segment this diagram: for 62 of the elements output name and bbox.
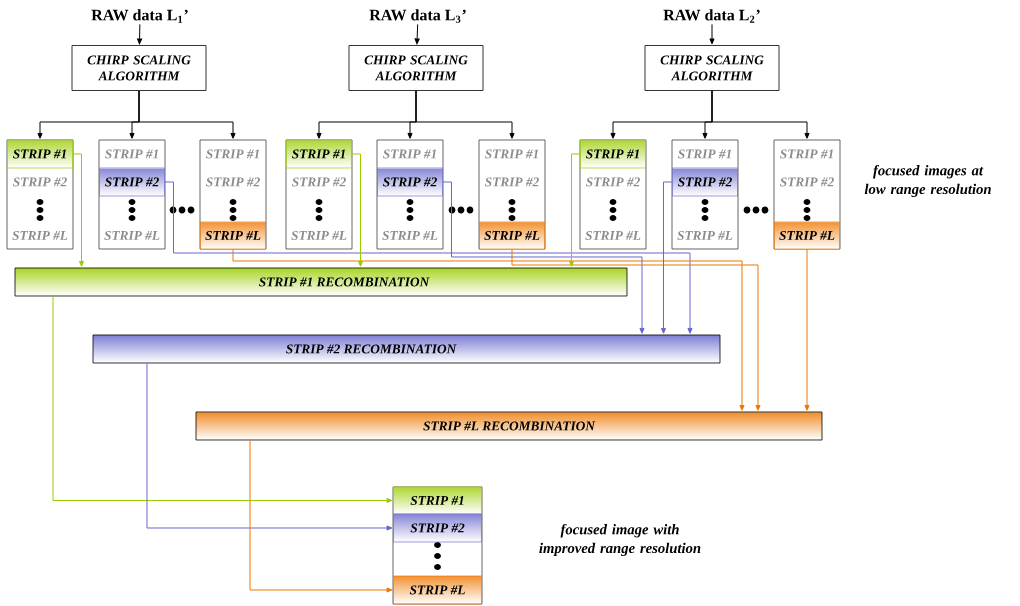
- strip-row: STRIP #L: [12, 231, 68, 240]
- arrow: [137, 23, 143, 45]
- arrow: [52, 295, 393, 504]
- arrow: [351, 153, 364, 267]
- strip-row: STRIP #2: [206, 177, 260, 187]
- arrow: [414, 23, 420, 45]
- image-box: [376, 139, 444, 250]
- strip-row: STRIP #1: [105, 149, 158, 159]
- arrow: [164, 181, 693, 334]
- input-label: RAW data L$_{1}$’: [91, 9, 188, 23]
- arrow: [568, 153, 581, 267]
- arrow: [511, 248, 761, 411]
- strip-row: STRIP #1: [7, 139, 73, 169]
- image-box: [98, 139, 166, 250]
- arrow: [249, 439, 393, 593]
- arrow: [415, 90, 515, 139]
- strip-row: STRIP #L: [774, 221, 840, 250]
- recombination-bar: STRIP #2 RECOMBINATION: [92, 334, 721, 364]
- strip-row: STRIP #2: [393, 513, 482, 543]
- arrow: [146, 362, 393, 531]
- arrow: [232, 248, 745, 411]
- arrow: [72, 153, 85, 267]
- arrow: [804, 248, 810, 411]
- strip-row: STRIP #L: [677, 231, 733, 240]
- strip-row: STRIP #2: [13, 177, 67, 187]
- arrow: [660, 181, 673, 334]
- strip-row: STRIP #L: [585, 231, 641, 240]
- strip-row: STRIP #L: [393, 575, 482, 605]
- strip-row: STRIP #2: [672, 167, 738, 197]
- caption-text: focused image with improved range resolution: [539, 523, 701, 557]
- recombination-bar: STRIP #1 RECOMBINATION: [14, 267, 628, 297]
- strip-row: STRIP #1: [206, 149, 259, 159]
- strip-row: STRIP #2: [586, 177, 640, 187]
- strip-row: STRIP #L: [104, 231, 160, 240]
- process-box: CHIRP SCALING ALGORITHM: [348, 45, 484, 91]
- strip-row: STRIP #2: [377, 167, 443, 197]
- arrow: [138, 90, 236, 139]
- caption-text: focused images at low range resolution: [864, 164, 991, 198]
- strip-row: STRIP #1: [286, 139, 352, 169]
- strip-row: STRIP #L: [291, 231, 347, 240]
- strip-row: STRIP #2: [99, 167, 165, 197]
- arrow: [442, 181, 645, 334]
- process-box: CHIRP SCALING ALGORITHM: [71, 45, 207, 91]
- strip-row: STRIP #1: [383, 149, 436, 159]
- strip-row: STRIP #2: [485, 177, 539, 187]
- input-label: RAW data L$_{2}$’: [663, 9, 760, 23]
- strip-row: STRIP #L: [382, 231, 438, 240]
- strip-row: STRIP #1: [393, 486, 482, 515]
- strip-row: STRIP #2: [780, 177, 834, 187]
- image-box: [671, 139, 739, 250]
- process-box: CHIRP SCALING ALGORITHM: [644, 45, 780, 91]
- strip-row: STRIP #L: [479, 221, 545, 250]
- arrow: [711, 90, 810, 139]
- arrow: [709, 23, 715, 45]
- strip-row: STRIP #1: [580, 139, 646, 169]
- input-label: RAW data L$_{3}$’: [369, 9, 466, 23]
- strip-row: STRIP #L: [200, 221, 266, 250]
- recombination-bar: STRIP #L RECOMBINATION: [195, 411, 823, 441]
- strip-row: STRIP #2: [292, 177, 346, 187]
- strip-row: STRIP #1: [485, 149, 538, 159]
- strip-row: STRIP #1: [780, 149, 833, 159]
- strip-row: STRIP #1: [678, 149, 731, 159]
